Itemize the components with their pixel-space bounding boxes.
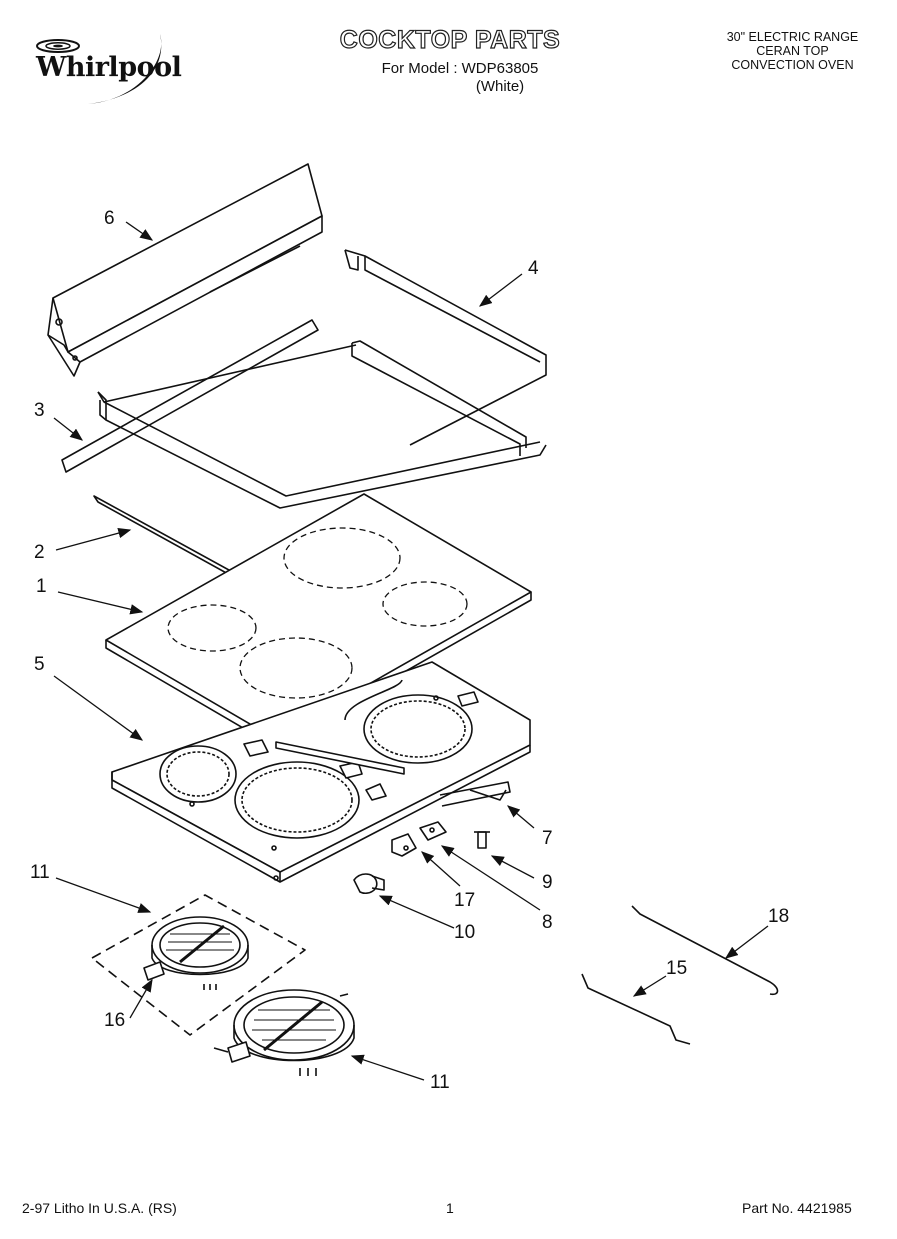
- range-line-3: CONVECTION OVEN: [731, 58, 854, 72]
- part-17-bracket: [391, 833, 417, 857]
- callout-3: 3: [34, 400, 45, 421]
- range-line-1: 30" ELECTRIC RANGE: [726, 30, 859, 44]
- callout-16: 16: [104, 1010, 126, 1031]
- part-11-radiant-element: [213, 989, 355, 1076]
- brand-logo: Whirlpool: [28, 30, 183, 110]
- callout-9: 9: [542, 872, 553, 893]
- callout-15: 15: [666, 958, 688, 979]
- callout-10: 10: [454, 922, 476, 943]
- callout-5: 5: [34, 654, 45, 675]
- part-18-wire-rod: [631, 905, 779, 996]
- part-7-bracket: [439, 781, 511, 807]
- color-line: (White): [475, 78, 525, 95]
- callout-18: 18: [768, 906, 790, 927]
- part-9-screw: [474, 831, 490, 849]
- logo-swoosh-icon: [36, 34, 162, 104]
- model-line: For Model : WDP63805: [381, 60, 539, 77]
- part-16-element-assembly: [91, 894, 306, 1036]
- callout-2: 2: [34, 542, 45, 563]
- part-5-burner-box: [111, 661, 531, 883]
- part-3-trim-strip: [61, 319, 547, 509]
- page-title: COCKTOP PARTS: [339, 25, 561, 54]
- part-6-rear-panel: [47, 163, 323, 377]
- callout-1: 1: [36, 576, 47, 597]
- brand-name: Whirlpool: [36, 52, 182, 83]
- part-10-wire-nut: [353, 873, 385, 895]
- part-4-frame: [344, 249, 547, 456]
- callout-8: 8: [542, 912, 553, 933]
- part-number: Part No. 4421985: [742, 1200, 852, 1216]
- callout-7: 7: [542, 828, 553, 849]
- range-description: 30" ELECTRIC RANGE CERAN TOP CONVECTION …: [700, 30, 885, 72]
- callout-6: 6: [104, 208, 115, 229]
- callout-4: 4: [528, 258, 539, 279]
- callout-11-lower: 11: [430, 1072, 450, 1093]
- part-1-glass-top: [105, 493, 532, 747]
- page-number: 1: [446, 1200, 454, 1216]
- callout-17: 17: [454, 890, 476, 911]
- part-15-wire-rod: [581, 973, 691, 1045]
- callout-11-upper: 11: [30, 862, 50, 883]
- range-line-2: CERAN TOP: [756, 44, 829, 58]
- part-8-clip: [419, 821, 447, 841]
- litho-note: 2-97 Litho In U.S.A. (RS): [22, 1200, 177, 1216]
